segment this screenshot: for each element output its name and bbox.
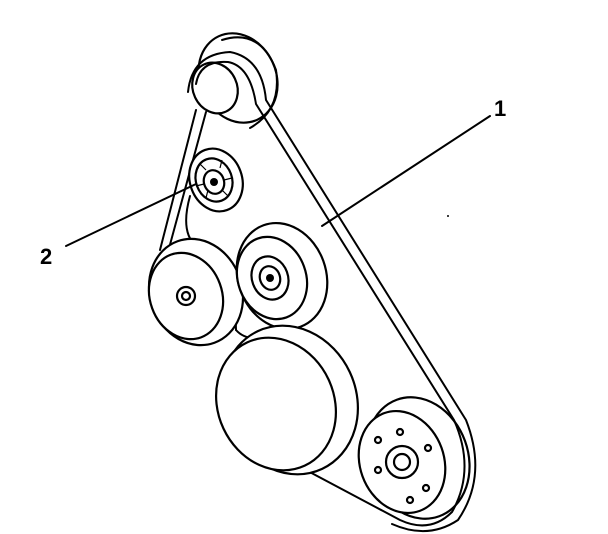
callout-1: 1 [321, 96, 506, 227]
crankshaft-pulley [357, 396, 471, 520]
center-pulley [235, 221, 329, 331]
compressor-pulley [214, 324, 359, 476]
callout-1-label: 1 [494, 96, 506, 121]
top-pulley [191, 32, 279, 129]
alternator-pulley [147, 237, 245, 347]
callout-2: 2 [40, 183, 197, 269]
idler-pulley [188, 147, 244, 213]
stray-mark [447, 215, 449, 217]
callout-2-label: 2 [40, 244, 52, 269]
